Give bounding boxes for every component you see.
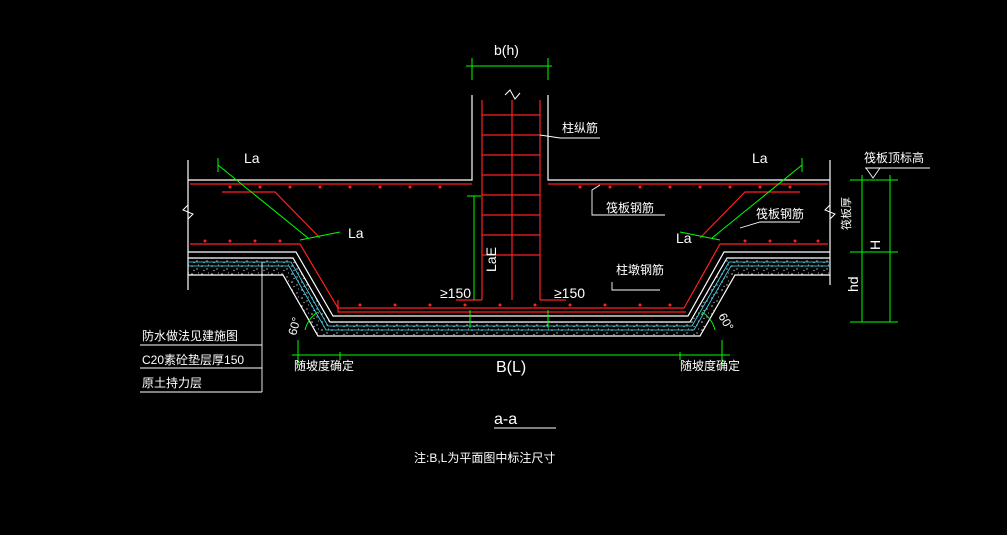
rebar [190, 100, 828, 313]
label-raft-bar: 筏板钢筋 [606, 200, 654, 215]
dim-ge150-right: ≥150 [554, 285, 585, 301]
label-col-stirrup: 柱墩钢筋 [616, 262, 664, 277]
label-col-long-bar: 柱纵筋 [562, 120, 598, 135]
dim-la-left-top: La [244, 150, 260, 166]
legend-soil: 原土持力层 [142, 375, 202, 390]
dim-la-left-mid: La [348, 225, 364, 241]
label-raft-top-elev: 筏板顶标高 [864, 150, 924, 165]
dim-la-right-top: La [752, 150, 768, 166]
rebar-dots [203, 185, 820, 307]
dimension-lines [217, 58, 898, 365]
dim-angle-right: 60° [715, 311, 736, 334]
label-raft-bar-right: 筏板钢筋 [756, 206, 804, 221]
label-slope-left: 随坡度确定 [294, 358, 354, 373]
dim-ge150-left: ≥150 [440, 285, 471, 301]
label-slope-right: 随坡度确定 [680, 358, 740, 373]
dim-col-width: b(h) [494, 42, 519, 58]
elevation-marker-icon [865, 167, 881, 179]
dim-lae: LaE [483, 247, 499, 272]
dim-height: H [867, 240, 883, 250]
dim-angle-left: 60° [285, 315, 303, 336]
section-title: a-a [494, 411, 517, 428]
leader-lines [140, 134, 930, 429]
legend-waterproof: 防水做法见建施图 [142, 328, 238, 343]
dim-la-right-mid: La [676, 230, 692, 246]
dim-width: B(L) [496, 359, 526, 376]
concrete-outline [187, 95, 831, 337]
break-symbols [182, 89, 836, 220]
label-raft-thickness: 筏板厚 [839, 197, 853, 230]
legend-cushion: C20素砼垫层厚150 [142, 352, 244, 367]
waterproof-lines [188, 261, 830, 331]
dim-hd: hd [845, 276, 861, 292]
note-text: 注:B,L为平面图中标注尺寸 [414, 450, 555, 465]
